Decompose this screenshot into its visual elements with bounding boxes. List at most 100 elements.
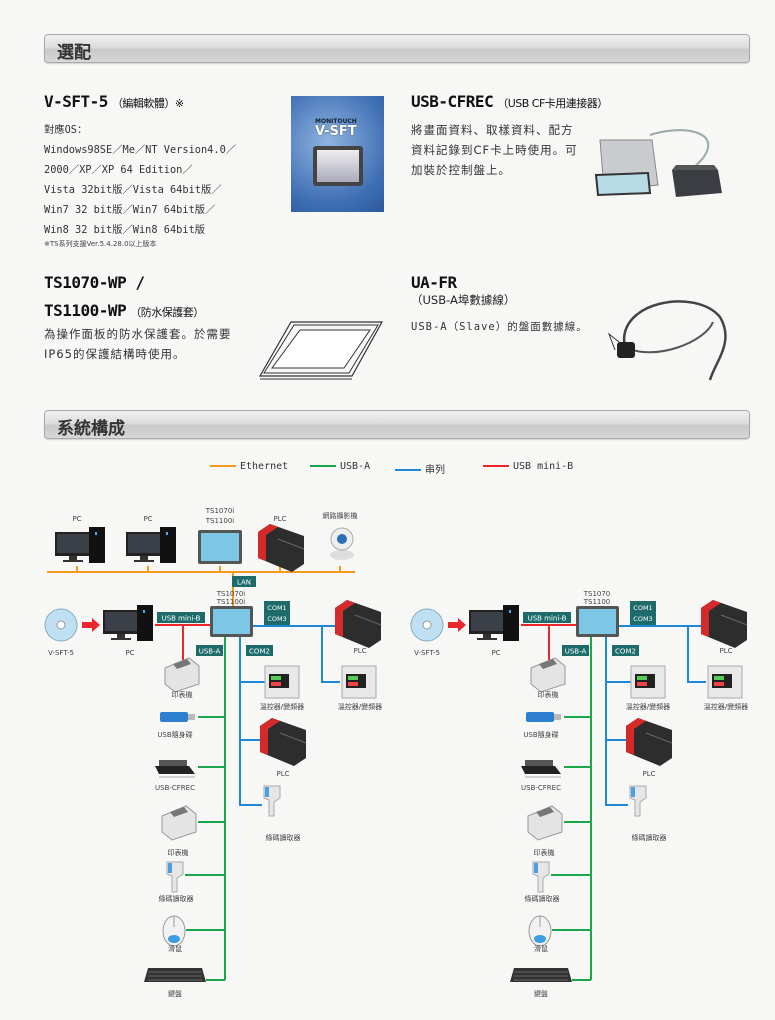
temp-controller-label: 溫控器/變頻器 (704, 702, 748, 711)
waterproof-cover-image (258, 321, 384, 380)
touch-panel-label: TS1070i (205, 507, 235, 515)
arrow-icon (448, 618, 466, 632)
uafr-description: USB-A（Slave）的盤面數據線。 (411, 321, 588, 333)
uafr-subtitle: （USB-A埠數據線） (411, 293, 516, 307)
usbcfrec-subtitle: （USB CF卡用連接器） (497, 97, 608, 110)
touch-panel-icon (198, 530, 242, 564)
usb-stick-icon (160, 712, 195, 722)
printer-label: 印表機 (168, 848, 189, 857)
mouse-label: 滑鼠 (168, 944, 182, 953)
mouse-icon (162, 915, 186, 947)
mouse-icon (528, 915, 552, 947)
touch-panel-label: TS1100i (205, 517, 235, 525)
plc-label: PLC (642, 770, 655, 778)
serial-line-swatch (395, 469, 421, 471)
barcode-reader-icon (629, 785, 647, 817)
svg-text:COM2: COM2 (249, 648, 270, 656)
plc-icon (260, 718, 307, 766)
plc-icon (258, 524, 305, 572)
legend-ethernet: Ethernet (210, 461, 288, 472)
network-camera-icon (330, 527, 354, 560)
usb-cfrec-label: USB-CFREC (521, 784, 561, 792)
barcode-reader-icon (263, 785, 281, 817)
os-line: Vista 32bit版／Vista 64bit版／ (44, 184, 222, 196)
touch-panel-icon (576, 606, 619, 637)
svg-text:USB mini-B: USB mini-B (528, 615, 567, 623)
keyboard-label: 鍵盤 (534, 989, 548, 998)
printer-icon (161, 805, 197, 841)
usbcfrec-description: 將畫面資料、取樣資料、配方資料記錄到CF卡上時使用。可加裝於控制盤上。 (411, 123, 578, 177)
printer-label: 印表機 (172, 690, 193, 699)
usb-stick-label: USB隨身碟 (523, 730, 558, 739)
svg-text:COM1: COM1 (267, 604, 286, 612)
usb-cfrec-icon (155, 760, 195, 778)
svg-text:COM2: COM2 (615, 648, 636, 656)
usb-mini-b-tag: USB mini-B (523, 612, 571, 623)
temperature-controller-icon (707, 665, 743, 699)
ethernet-line-swatch (210, 465, 236, 467)
pc-icon (469, 605, 519, 641)
temperature-controller-icon (264, 665, 300, 699)
usbcfrec-title: USB-CFREC（USB CF卡用連接器） (411, 92, 608, 111)
vsft-product-box-image: MONITOUCH V-SFT (291, 96, 384, 212)
touch-panel-icon (210, 606, 253, 637)
barcode-reader-icon (166, 861, 184, 893)
pc-icon (55, 527, 105, 563)
keyboard-icon (510, 968, 572, 982)
printer-label: 印表機 (534, 848, 555, 857)
cd-icon (44, 608, 78, 642)
printer-icon (530, 657, 566, 693)
touch-panel-label: TS1070 (583, 590, 611, 598)
vsft-title: V-SFT-5（編輯軟體）※ (44, 92, 184, 111)
uafr-cable-image (607, 300, 727, 381)
usb-stick-label: USB隨身碟 (157, 730, 192, 739)
usb-a-line-swatch (310, 465, 336, 467)
usb-cfrec-label: USB-CFREC (155, 784, 195, 792)
vsft-label: V-SFT-5 (48, 649, 74, 657)
uafr-title: UA-FR (411, 273, 457, 292)
pc-icon (103, 605, 153, 641)
wp-subtitle: （防水保護套） (130, 306, 204, 319)
os-line: 對應OS： (44, 124, 88, 136)
section-header-options: 選配 (44, 34, 750, 63)
legend-serial: 串列 (395, 461, 445, 476)
vsft-note: ※TS系列支援Ver.5.4.28.0以上版本 (44, 240, 157, 248)
barcode-reader-label: 條碼讀取器 (266, 833, 301, 842)
section-title: 系統構成 (57, 419, 125, 439)
section-header-system: 系統構成 (44, 410, 750, 439)
plc-icon (626, 718, 673, 766)
wp-title-2: TS1100-WP（防水保護套） (44, 301, 204, 320)
arrow-icon (82, 618, 100, 632)
vsft-os-list: 對應OS： Windows98SE／Me／NT Version4.0／ 2000… (44, 120, 236, 240)
usb-stick-icon (526, 712, 561, 722)
plc-label: PLC (353, 647, 366, 655)
vsft-subtitle: （編輯軟體）※ (111, 97, 184, 110)
os-line: Win8 32 bit版／Win8 64bit版 (44, 224, 206, 236)
camera-label: 網路攝影機 (323, 511, 358, 520)
pc-label: PC (125, 649, 134, 657)
usb-cfrec-icon (521, 760, 561, 778)
temp-controller-label: 溫控器/變頻器 (338, 702, 382, 711)
connection-line (605, 636, 628, 806)
svg-text:COM3: COM3 (267, 615, 286, 623)
keyboard-label: 鍵盤 (168, 989, 182, 998)
svg-text:COM1: COM1 (633, 604, 652, 612)
com2-tag: COM2 (246, 645, 273, 656)
svg-text:COM3: COM3 (633, 615, 652, 623)
temp-controller-label: 溫控器/變頻器 (626, 702, 670, 711)
temp-controller-label: 溫控器/變頻器 (260, 702, 304, 711)
printer-label: 印表機 (538, 690, 559, 699)
svg-text:LAN: LAN (237, 579, 251, 587)
svg-text:USB-A: USB-A (565, 648, 587, 656)
connection-line (687, 626, 706, 683)
keyboard-icon (144, 968, 206, 982)
lan-tag: LAN (232, 576, 256, 587)
printer-icon (527, 805, 563, 841)
pc-label: PC (491, 649, 500, 657)
os-line: Win7 32 bit版／Win7 64bit版／ (44, 204, 216, 216)
touch-panel-label: TS1100 (583, 598, 611, 606)
temperature-controller-icon (341, 665, 377, 699)
usb-mini-b-line-swatch (483, 465, 509, 467)
